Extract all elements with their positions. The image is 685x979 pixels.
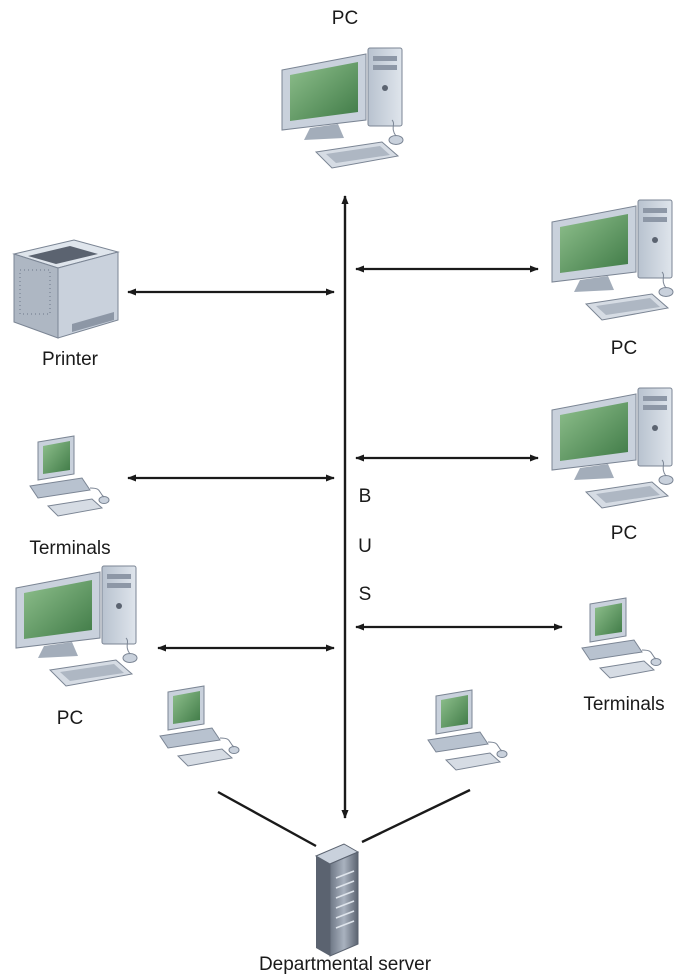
desktop-computer-icon (281, 47, 404, 169)
label-pc-right-2: PC (610, 523, 638, 544)
terminal-computer-icon (29, 435, 110, 517)
server-tower-icon (314, 843, 360, 957)
label-departmental-server: Departmental server (258, 954, 432, 975)
label-pc-right-1: PC (610, 338, 638, 359)
label-printer: Printer (42, 349, 98, 370)
terminal-computer-icon (159, 685, 240, 767)
bus-letter-u: U (358, 536, 372, 557)
label-pc-top: PC (331, 8, 359, 29)
bus-letter-b: B (358, 486, 372, 507)
label-terminals-right: Terminals (583, 694, 665, 715)
printer-icon (12, 239, 120, 339)
label-terminals-left: Terminals (29, 538, 111, 559)
desktop-computer-icon (15, 565, 138, 687)
bus-letter-s: S (358, 584, 372, 605)
desktop-computer-icon (551, 387, 674, 509)
link-server-right (361, 788, 471, 844)
link-server-left (217, 790, 317, 848)
terminal-computer-icon (427, 689, 508, 771)
label-pc-left: PC (56, 708, 84, 729)
desktop-computer-icon (551, 199, 674, 321)
terminal-computer-icon (581, 597, 662, 679)
